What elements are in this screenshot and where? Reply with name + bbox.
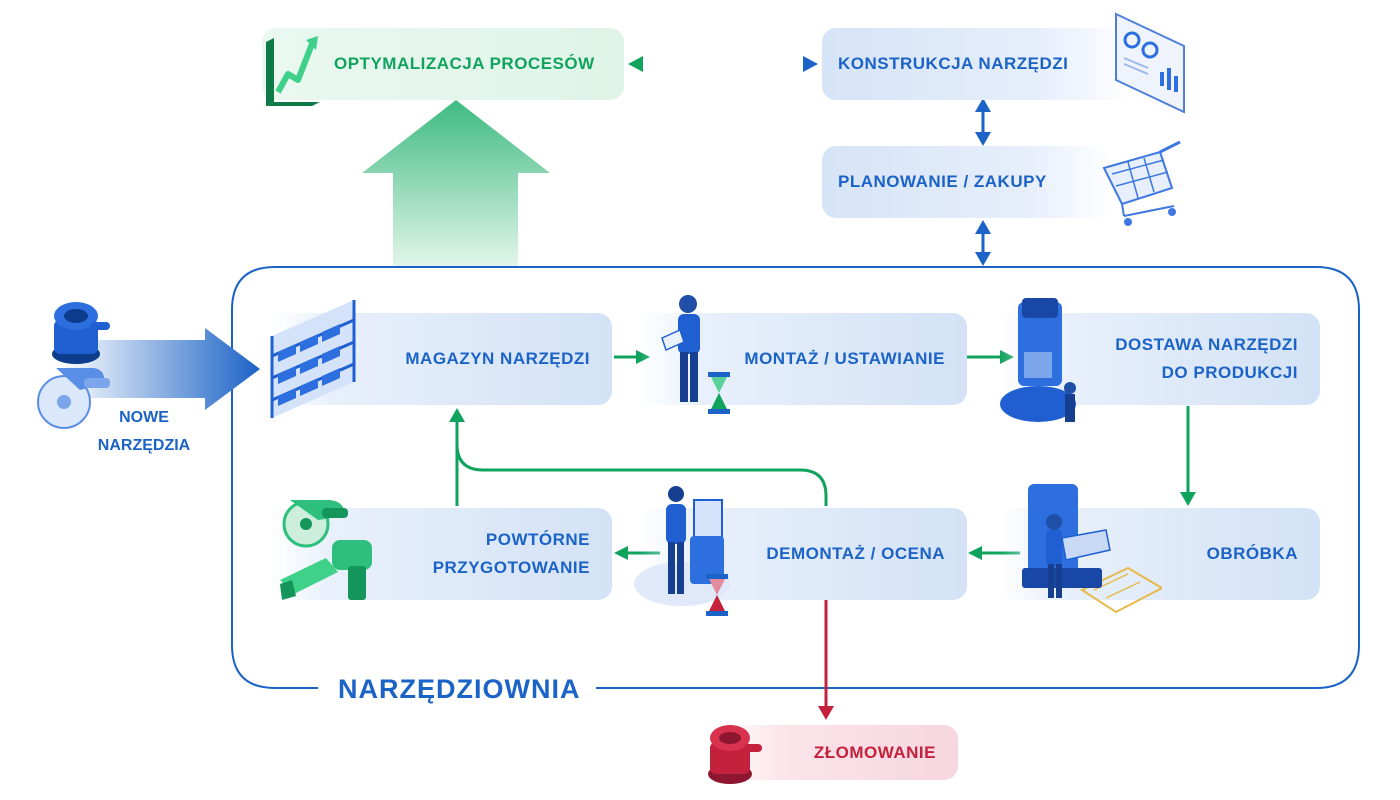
assembly-setup-label: MONTAŻ / USTAWIANIE — [744, 349, 945, 368]
scrapping-label: ZŁOMOWANIE — [813, 742, 936, 762]
arrowhead-up — [449, 408, 465, 422]
hourglass-icon — [708, 372, 730, 414]
arrowhead-down — [1180, 492, 1196, 506]
planning-purchasing-box: PLANOWANIE / ZAKUPY — [822, 146, 1112, 218]
arrowhead-down — [975, 252, 991, 266]
hourglass-icon — [706, 574, 728, 616]
production-delivery-label-line1: DOSTAWA NARZĘDZI — [1115, 335, 1298, 354]
arrowhead-left — [628, 56, 643, 72]
tool-warehouse-label: MAGAZYN NARZĘDZI — [405, 349, 590, 368]
arrowhead-right — [803, 56, 818, 72]
tool-room-label: NARZĘDZIOWNIA — [322, 672, 597, 706]
arrowhead-left — [968, 546, 982, 560]
new-tools-label-line1: NOWE — [119, 409, 169, 426]
arrowhead-up — [975, 98, 991, 112]
disassembly-to-warehouse-loop — [455, 443, 828, 506]
arrowhead-down — [975, 132, 991, 146]
refurbishment-box: POWTÓRNE PRZYGOTOWANIE — [270, 508, 612, 600]
tool-design-label: KONSTRUKCJA NARZĘDZI — [838, 54, 1069, 73]
sander-tool-icon — [52, 302, 110, 364]
arrowhead-up — [975, 220, 991, 234]
refurbishment-label-line1: POWTÓRNE — [485, 530, 590, 549]
scrapping-box: ZŁOMOWANIE — [720, 725, 958, 780]
machining-label: OBRÓBKA — [1206, 544, 1298, 563]
arrowhead-left — [614, 546, 628, 560]
refurbished-tools-icon — [280, 500, 372, 600]
trend-chart-icon — [266, 36, 320, 106]
new-tools-label: NOWE NARZĘDZIA — [88, 404, 200, 460]
worker-clipboard-icon — [661, 295, 700, 402]
planning-purchasing-label: PLANOWANIE / ZAKUPY — [838, 172, 1047, 191]
shopping-cart-icon — [1102, 140, 1181, 226]
refurbishment-label-line2: PRZYGOTOWANIE — [432, 558, 590, 577]
new-tools-inbound-arrow — [60, 328, 260, 410]
improvement-up-arrow — [362, 100, 550, 266]
new-tools-label-line2: NARZĘDZIA — [97, 437, 191, 454]
dashboard-monitor-icon — [1115, 12, 1185, 114]
tool-design-box: KONSTRUKCJA NARZĘDZI — [822, 28, 1132, 100]
production-delivery-label-line2: DO PRODUKCJI — [1161, 363, 1298, 382]
circular-saw-icon — [37, 368, 110, 429]
warehouse-shelf-icon — [270, 300, 356, 418]
milling-machine-icon — [1022, 484, 1162, 614]
optimization-label: OPTYMALIZACJA PROCESÓW — [334, 54, 595, 73]
disassembly-evaluation-label: DEMONTAŻ / OCENA — [766, 544, 945, 563]
optimization-box: OPTYMALIZACJA PROCESÓW — [262, 28, 624, 100]
scrap-sander-icon — [708, 725, 762, 784]
machine-tool-icon — [1000, 298, 1076, 422]
worker-terminal-icon — [634, 486, 730, 606]
arrowhead-down — [818, 706, 834, 720]
narzedziownia-boundary — [231, 266, 1360, 689]
